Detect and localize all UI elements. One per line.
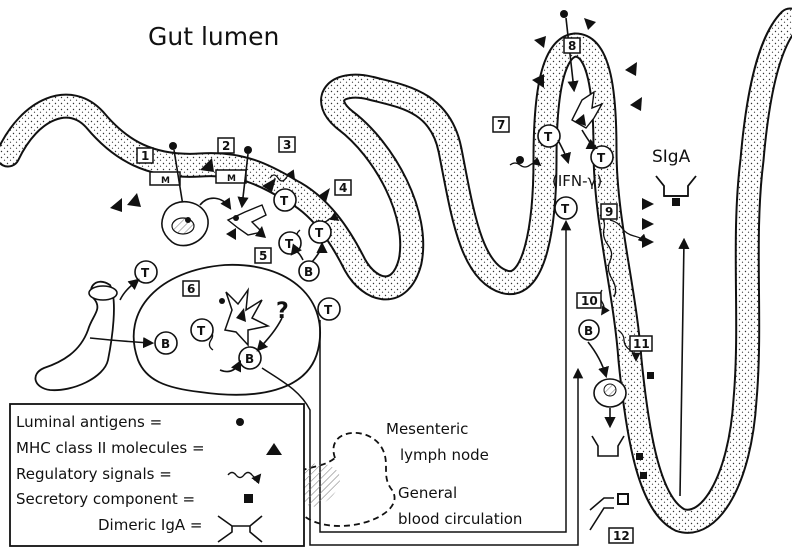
step-box-7: 7 [493,117,509,132]
legend: Luminal antigens = MHC class II molecule… [10,404,304,546]
svg-text:2: 2 [222,139,230,153]
step-box-9: 9 [601,204,617,219]
m-cell-label: M [161,176,170,186]
step-box-3: 3 [279,137,295,152]
t-cell: T [309,221,331,243]
lymph-node-hatch [299,463,340,506]
general-label-line1: General [398,484,457,502]
polyIg-receptor [618,494,628,504]
b-cell: B [155,332,177,354]
svg-text:T: T [544,130,553,144]
antigen-dot [185,217,191,223]
t-cell: T [538,125,560,147]
mesenteric-label-line1: Mesenteric [386,420,468,438]
legend-item-luminal-antigens: Luminal antigens = [16,413,162,431]
antigen-dot [219,298,225,304]
vessel-opening [89,286,117,300]
svg-text:1: 1 [141,149,149,163]
b-cell: B [579,320,599,340]
svg-text:T: T [561,202,570,216]
t-cell: T [135,261,157,283]
plasma-cell-nucleus [604,384,616,396]
svg-text:T: T [285,237,294,251]
legend-item-regulatory: Regulatory signals = [16,465,172,483]
svg-text:7: 7 [497,118,505,132]
svg-text:T: T [141,266,150,280]
dot-icon [236,418,244,426]
svg-text:T: T [197,324,206,338]
t-cell: T [591,146,613,168]
t-cell: T [274,189,296,211]
b-cell: B [239,347,261,369]
mhc-marker [226,228,236,240]
svg-text:9: 9 [605,205,613,219]
legend-item-mhc: MHC class II molecules = [16,439,205,457]
svg-text:4: 4 [339,181,347,195]
step-box-2: 2 [218,138,234,153]
svg-text:12: 12 [613,529,630,543]
step-box-11: 11 [630,336,652,351]
step-box-5: 5 [255,248,271,263]
gut-lumen-title: Gut lumen [148,22,279,51]
legend-item-iga: Dimeric IgA = [98,516,202,534]
siga-molecule [656,176,696,196]
step-box-6: 6 [183,281,199,296]
svg-text:T: T [324,303,333,317]
square-icon [244,494,253,503]
step-box-8: 8 [564,38,580,53]
secretory-component [672,198,680,206]
svg-text:8: 8 [568,39,576,53]
follicular-dendritic-cell [225,290,268,345]
svg-text:6: 6 [187,282,195,296]
b-cell: B [299,261,319,281]
m-cell-label: M [227,174,236,184]
svg-text:B: B [245,352,254,366]
svg-text:B: B [161,337,170,351]
general-label-line2: blood circulation [398,510,522,528]
svg-text:T: T [597,151,606,165]
t-cell: T [191,319,213,341]
step-box-10: 10 [577,293,601,308]
svg-text:3: 3 [283,138,291,152]
iga-dimers [590,436,624,530]
svg-text:B: B [304,265,313,279]
step-box-12: 12 [609,528,633,543]
t-cell: T [555,197,577,219]
t-cell: T [279,232,301,254]
svg-text:10: 10 [581,294,598,308]
antigen-dot [233,215,239,221]
ifn-gamma-label: (IFN-γ) [552,172,602,190]
svg-text:B: B [584,324,593,338]
svg-text:T: T [315,226,324,240]
svg-text:5: 5 [259,249,267,263]
t-cell: T [318,298,340,320]
svg-text:11: 11 [633,337,650,351]
mesenteric-label-line2: lymph node [400,446,489,464]
siga-label: SIgA [652,147,691,167]
svg-text:T: T [280,194,289,208]
legend-item-secretory: Secretory component = [16,490,195,508]
transport-arrow [200,198,230,208]
question-mark: ? [276,299,289,324]
step-box-4: 4 [335,180,351,195]
step-box-1: 1 [137,148,153,163]
